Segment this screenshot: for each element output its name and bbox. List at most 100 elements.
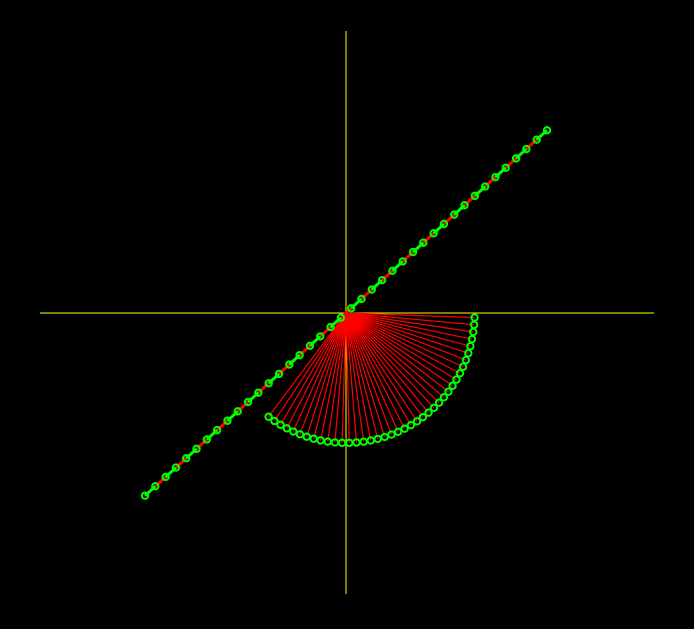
- line-point: [233, 407, 242, 416]
- line-segment: [257, 382, 270, 394]
- line-segment: [411, 241, 425, 254]
- line-point: [140, 491, 150, 500]
- fan-ray: [345, 312, 475, 326]
- fan-point: [424, 408, 433, 417]
- fan-point: [282, 424, 292, 433]
- line-point: [408, 247, 418, 257]
- line-point: [439, 219, 449, 229]
- fan-ray: [327, 312, 347, 442]
- line-point: [511, 154, 521, 163]
- fan-point: [387, 430, 396, 439]
- line-point: [450, 210, 459, 219]
- fan-ray: [345, 312, 449, 393]
- fan-ray: [345, 312, 475, 319]
- line-point: [264, 379, 273, 388]
- fan-ray: [345, 312, 358, 443]
- line-segment: [205, 429, 219, 441]
- fan-ray: [345, 312, 469, 354]
- line-segment: [319, 325, 332, 338]
- line-point: [305, 341, 315, 350]
- fan-ray: [345, 312, 424, 418]
- fan-point: [467, 334, 477, 344]
- line-point: [182, 454, 191, 463]
- line-point: [192, 444, 201, 454]
- fan-point: [400, 424, 409, 433]
- fan-point: [444, 387, 453, 396]
- fan-ray: [292, 312, 347, 432]
- line-point: [316, 332, 325, 341]
- line-segment: [432, 222, 445, 235]
- line-point: [367, 285, 376, 294]
- fan-ray: [345, 312, 435, 409]
- line-segment: [463, 194, 476, 207]
- fan-point: [276, 420, 285, 430]
- fan-ray: [313, 312, 347, 439]
- line-segment: [453, 204, 466, 216]
- line-segment: [339, 307, 353, 319]
- fan-ray: [280, 312, 347, 426]
- fan-point: [393, 427, 403, 436]
- fan-layer: [268, 312, 475, 443]
- line-segment: [535, 129, 549, 141]
- line-point: [480, 182, 490, 191]
- fan-point: [316, 436, 325, 445]
- fan-ray: [345, 312, 464, 368]
- fan-ray: [345, 312, 379, 440]
- line-point: [326, 322, 335, 332]
- line-segment: [484, 176, 497, 188]
- line-segment: [504, 157, 518, 169]
- line-point: [460, 201, 469, 210]
- fan-ray: [299, 312, 347, 435]
- line-point: [470, 191, 480, 201]
- line-segment: [195, 438, 208, 450]
- fan-ray: [345, 312, 461, 374]
- fan-point: [458, 362, 468, 371]
- fan-point: [412, 417, 422, 426]
- line-segment: [391, 260, 404, 272]
- fan-point: [380, 432, 389, 442]
- fan-ray: [345, 312, 365, 442]
- fan-ray: [345, 312, 350, 443]
- line-point: [274, 369, 284, 379]
- fan-point: [429, 403, 439, 413]
- line-point: [336, 313, 346, 322]
- line-segment: [525, 138, 538, 151]
- fan-point: [270, 416, 279, 426]
- fan-ray: [306, 312, 347, 437]
- line-point: [151, 482, 160, 491]
- fan-point: [439, 393, 449, 402]
- fan-point: [455, 369, 465, 378]
- fan-ray: [334, 312, 347, 443]
- fan-ray: [345, 312, 393, 435]
- line-point: [542, 126, 552, 135]
- line-point: [522, 144, 531, 154]
- line-segment: [143, 485, 157, 497]
- fan-ray: [345, 312, 473, 340]
- line-segment: [174, 457, 188, 469]
- line-segment: [247, 391, 260, 404]
- fan-ray: [345, 312, 445, 398]
- line-segment: [236, 400, 250, 413]
- line-point: [243, 397, 253, 407]
- line-point: [398, 257, 407, 266]
- line-segment: [226, 410, 239, 422]
- fan-ray: [345, 312, 412, 426]
- line-segment: [164, 466, 177, 479]
- line-point: [212, 425, 222, 435]
- line-segment: [298, 344, 311, 357]
- fan-ray: [273, 312, 347, 422]
- fan-point: [264, 412, 273, 421]
- fan-ray: [286, 312, 347, 429]
- fan-point: [289, 427, 298, 436]
- line-point: [388, 266, 397, 276]
- line-segment: [277, 363, 291, 376]
- fan-ray: [345, 312, 386, 438]
- line-point: [161, 472, 170, 482]
- line-point: [202, 435, 212, 444]
- line-point: [377, 276, 387, 285]
- fan-point: [466, 342, 475, 351]
- fan-point: [309, 434, 318, 443]
- line-point: [254, 388, 263, 397]
- fan-point: [418, 412, 428, 422]
